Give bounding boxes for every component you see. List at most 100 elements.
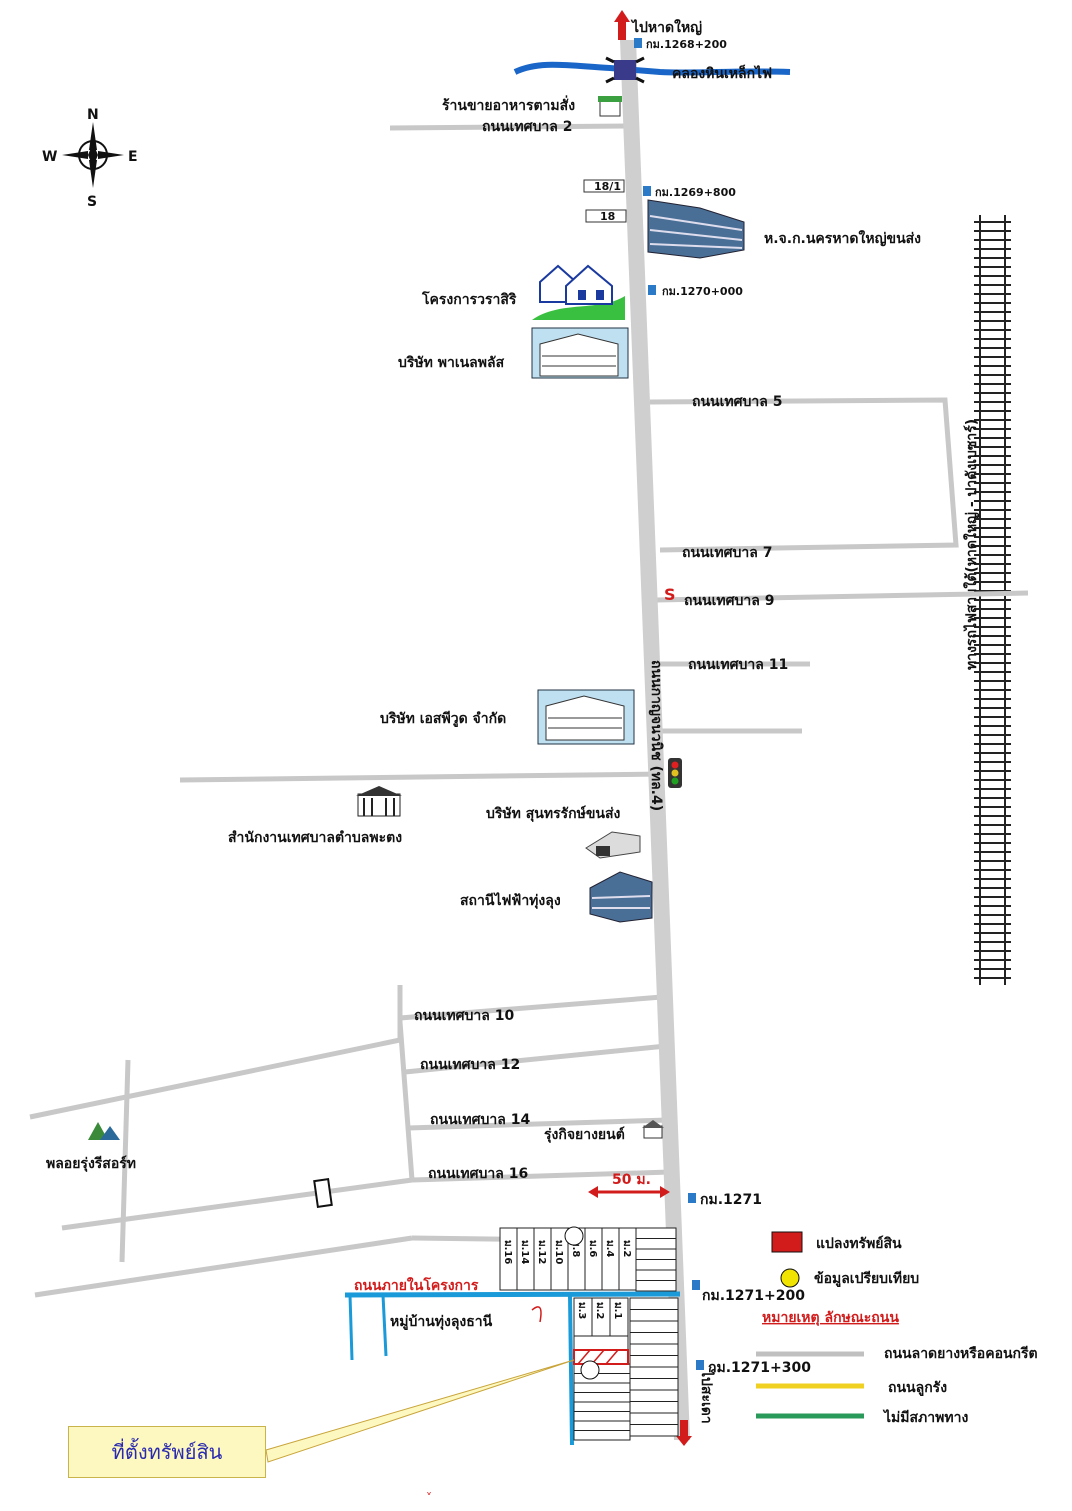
small-structure-icon <box>313 1178 333 1208</box>
compass-s: S <box>87 194 97 210</box>
plot <box>635 1280 677 1292</box>
warasiri-label: โครงการวราสิริ <box>421 290 517 308</box>
factory-icon <box>537 689 635 745</box>
building-icon <box>642 1120 664 1139</box>
food-shop-label: ร้านขายอาหารตามสั่ง <box>442 95 575 114</box>
plot <box>629 1366 679 1379</box>
km-1268-label: กม.1268+200 <box>646 38 727 51</box>
internal-road-branch <box>348 1294 354 1361</box>
km-marker-icon <box>696 1360 704 1370</box>
plot <box>573 1335 629 1351</box>
office-building-icon <box>647 199 745 259</box>
internal-road-branch <box>381 1294 388 1357</box>
house-18-1-box <box>583 179 625 193</box>
road-16-label: ถนนเทศบาล 16 <box>428 1166 528 1182</box>
internal-road <box>344 1291 681 1298</box>
legend-property-swatch <box>771 1231 803 1253</box>
warehouse-icon <box>585 831 641 859</box>
callout-text: ที่ตั้งทรัพย์สิน <box>111 1440 223 1464</box>
internal-road-label: ถนนภายในโครงการ <box>354 1276 479 1294</box>
plot <box>635 1238 677 1250</box>
km-marker-icon <box>634 38 642 48</box>
plot <box>629 1332 679 1345</box>
compass-w: W <box>42 149 57 165</box>
plot <box>573 1392 631 1403</box>
km-1269-label: กม.1269+800 <box>655 186 736 199</box>
side-roads <box>29 123 1029 1298</box>
plot <box>629 1309 679 1322</box>
plot: ม.1 <box>609 1297 629 1337</box>
plot-label: ม.3 <box>576 1302 587 1319</box>
plot-label: ม.4 <box>604 1240 615 1257</box>
plot <box>629 1412 679 1425</box>
municipal-office-label: สำนักงานเทศบาลตำบลพะตง <box>228 830 402 846</box>
panel-plus-label: บริษัท พาเนลพลัส <box>398 355 505 371</box>
km-1271-label: กม.1271 <box>700 1192 762 1208</box>
compass-n: N <box>87 107 99 123</box>
bridge-icon <box>605 56 645 84</box>
road-14-label: ถนนเทศบาล 14 <box>430 1112 530 1128</box>
plot <box>635 1227 677 1239</box>
housing-project-icon <box>532 264 625 320</box>
company-hj-label: ห.จ.ก.นครหาดใหญ่ขนส่ง <box>764 229 921 247</box>
legend-comparison-label: ข้อมูลเปรียบเทียบ <box>814 1271 919 1287</box>
plot-label: ม.12 <box>536 1240 547 1264</box>
km-marker-icon <box>692 1280 700 1290</box>
plot: ม.2 <box>618 1227 637 1291</box>
plot <box>635 1269 677 1281</box>
legend-paved-label: ถนนลาดยางหรือคอนกรีต <box>884 1346 1038 1362</box>
government-building-icon <box>356 786 402 817</box>
plot <box>629 1389 679 1402</box>
plot <box>573 1382 631 1393</box>
road-11-label: ถนนเทศบาล 11 <box>688 657 788 673</box>
plot-label: ม.10 <box>553 1240 564 1264</box>
south-arrow-icon <box>676 1420 692 1446</box>
road-12-label: ถนนเทศบาล 12 <box>420 1057 520 1073</box>
legend-comparison-swatch <box>780 1268 800 1288</box>
plot-label: ม.1 <box>612 1302 623 1319</box>
house-18-label: 18 <box>600 210 615 223</box>
legend-title: หมายเหตุ ลักษณะถนน <box>762 1310 899 1326</box>
km-1270-label: กม.1270+000 <box>662 285 743 298</box>
railway-track <box>974 215 1011 985</box>
comparison-marker <box>580 1360 600 1380</box>
suzuki-icon: S <box>664 585 676 604</box>
plot-label: ม.2 <box>621 1240 632 1257</box>
km-marker-icon <box>648 285 656 295</box>
distance-arrow <box>588 1186 670 1198</box>
road-2-label: ถนนเทศบาล 2 <box>482 119 572 135</box>
callout-pointer <box>265 1359 575 1463</box>
plot <box>629 1401 679 1414</box>
road-7-label: ถนนเทศบาล 7 <box>682 545 772 561</box>
road-10-label: ถนนเทศบาล 10 <box>414 1008 514 1024</box>
plot: ม.6 <box>584 1227 603 1291</box>
plot <box>629 1343 679 1356</box>
plot <box>629 1378 679 1391</box>
rungkit-label: รุ่งกิจยางยนต์ <box>544 1126 625 1143</box>
road-5-label: ถนนเทศบาล 5 <box>692 394 782 410</box>
plot <box>629 1355 679 1368</box>
plot <box>635 1259 677 1271</box>
legend-none-label: ไม่มีสภาพทาง <box>882 1408 968 1426</box>
house-18-1-label: 18/1 <box>594 180 621 193</box>
resort-label: พลอยรุ่งรีสอร์ท <box>46 1155 136 1172</box>
property-plot <box>573 1349 629 1365</box>
main-road <box>620 40 690 1440</box>
km-1271-300-label: กม.1271+300 <box>708 1360 811 1376</box>
km-marker-icon <box>688 1193 696 1203</box>
plot: ม.14 <box>516 1227 535 1291</box>
plot <box>573 1430 631 1441</box>
distance-label: 50 ม. <box>612 1172 651 1188</box>
railway-label: ทางรถไฟสายใต้(หาดใหญ่ - ปาดังเบซาร์) <box>962 419 980 670</box>
canal-label: คลองหินเหล็กไฟ <box>672 64 772 82</box>
plots-right-group <box>573 1227 679 1441</box>
plot <box>629 1320 679 1333</box>
bottom-mark: ˅ <box>426 1491 432 1505</box>
km-marker-icon <box>643 186 651 196</box>
resort-icon <box>88 1122 120 1140</box>
factory-icon <box>531 327 629 379</box>
south-destination: ไปสะเดา <box>698 1368 716 1424</box>
main-road-label: ถนนกาญจนวนิช (ทล.4) <box>648 660 664 811</box>
